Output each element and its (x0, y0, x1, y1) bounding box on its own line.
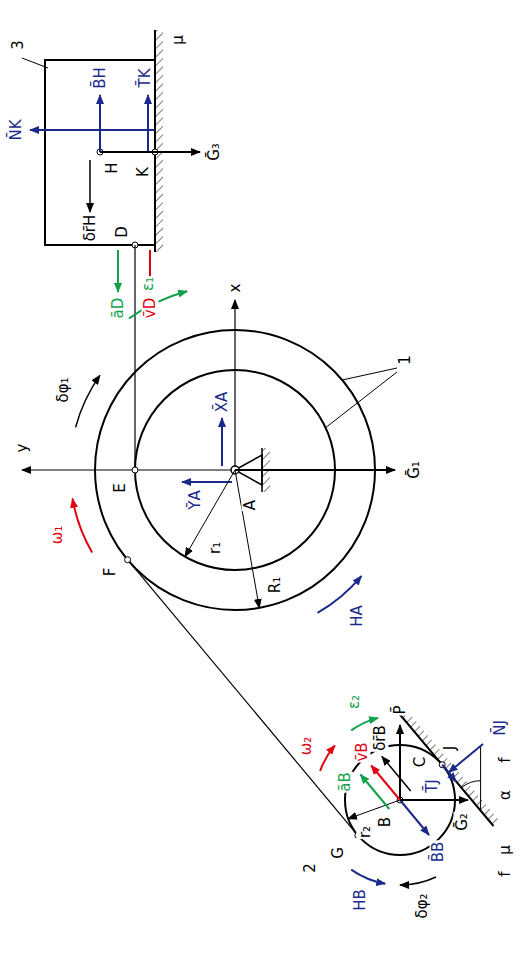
symbol-label: X̄A (214, 391, 231, 414)
symbol-label: f (497, 870, 514, 877)
symbol-label: N̄J (492, 719, 509, 737)
symbol-label: 2 (302, 862, 319, 874)
symbol-label: B (377, 816, 394, 828)
symbol-label: f (497, 756, 514, 763)
symbol-label: Ḡ₂ (454, 812, 471, 832)
symbol-label: x (227, 283, 244, 294)
symbol-label: ε₁ (140, 276, 157, 292)
symbol-label: T̄J (424, 778, 441, 794)
symbol-label: y (14, 443, 31, 454)
symbol-label: 3 (10, 39, 27, 51)
symbol-label: āD (110, 297, 127, 320)
symbol-label: ω₂ (298, 736, 315, 757)
symbol-label: T̄K (137, 68, 154, 89)
symbol-label: v̄D (142, 297, 159, 319)
symbol-label: α (497, 789, 514, 801)
symbol-label: Ḡ₁ (406, 460, 423, 480)
symbol-label: B̄B (430, 841, 447, 864)
symbol-label: δr̄H (82, 214, 99, 243)
symbol-label: μ (497, 844, 514, 856)
symbol-label: F (102, 567, 119, 578)
symbol-label: N̄K (8, 118, 25, 141)
symbol-label: G (330, 846, 347, 860)
symbol-label: ω₁ (49, 525, 66, 546)
symbol-label: ε₂ (346, 694, 363, 710)
symbol-label: P̄ (392, 704, 409, 715)
symbol-label: r₂ (357, 825, 374, 839)
symbol-label: R₁ (267, 576, 284, 594)
symbol-label: v̄B (354, 741, 371, 762)
symbol-label: A (242, 499, 259, 511)
symbol-label: C (412, 756, 429, 768)
symbol-label: ȲA (187, 489, 204, 510)
symbol-label: B̄H (92, 66, 109, 90)
symbol-label: δφ₁ (55, 376, 72, 403)
symbol-label: 1 (397, 354, 414, 366)
symbol-label: J (442, 745, 459, 751)
symbol-label: Ḡ₃ (206, 142, 223, 162)
symbol-label: r₁ (207, 541, 224, 555)
symbol-label: H (104, 161, 121, 174)
symbol-label: K (135, 166, 152, 178)
symbol-label: δr̄B (372, 724, 389, 752)
symbol-label: HA (349, 604, 366, 628)
symbol-label: μ (170, 34, 187, 46)
symbol-label: āB (337, 771, 354, 792)
symbol-label: E (112, 482, 129, 493)
symbol-label: HB (352, 888, 369, 912)
symbol-label: δφ₂ (414, 892, 431, 919)
symbol-label: D (114, 225, 131, 239)
